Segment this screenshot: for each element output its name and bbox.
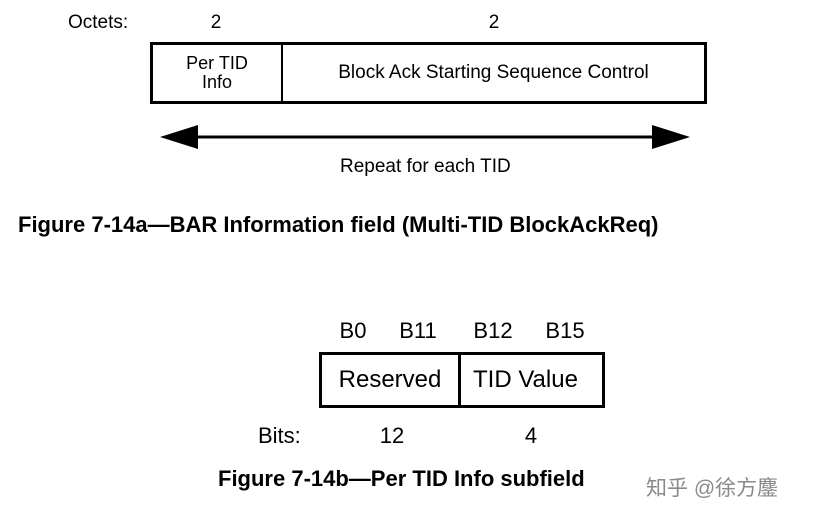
bit-position-b11: B11 <box>399 318 437 343</box>
bits-value-tid: 4 <box>524 423 538 448</box>
per-tid-info-subfield: Reserved TID Value <box>319 352 605 408</box>
octets-label: Octets: <box>68 12 129 33</box>
repeat-for-each-tid-label: Repeat for each TID <box>340 156 511 177</box>
bits-value-reserved: 12 <box>379 423 405 448</box>
per-tid-info-line-1: Per TID <box>186 53 248 73</box>
block-ack-starting-sequence-control-field: Block Ack Starting Sequence Control <box>338 62 649 83</box>
figure-7-14a-caption: Figure 7-14a—BAR Information field (Mult… <box>18 212 659 237</box>
watermark: 知乎 @徐方鏖 <box>646 477 779 500</box>
reserved-field: Reserved <box>322 355 461 405</box>
octets-value-per-tid-info: 2 <box>210 12 222 33</box>
bit-position-b15: B15 <box>545 318 585 343</box>
repeat-double-arrow-icon <box>160 125 690 149</box>
per-tid-info-field: Per TID Info <box>153 45 283 101</box>
bits-label: Bits: <box>258 423 301 448</box>
bar-information-field: Per TID Info Block Ack Starting Sequence… <box>150 42 707 104</box>
tid-value-field: TID Value <box>473 366 578 393</box>
bit-position-b12: B12 <box>473 318 513 343</box>
arrowhead-left <box>160 125 198 149</box>
per-tid-info-line-2: Info <box>201 72 233 92</box>
octets-value-ssc: 2 <box>488 12 500 33</box>
bit-position-b0: B0 <box>339 318 367 343</box>
arrowhead-right <box>652 125 690 149</box>
figure-7-14b-caption: Figure 7-14b—Per TID Info subfield <box>218 466 585 491</box>
